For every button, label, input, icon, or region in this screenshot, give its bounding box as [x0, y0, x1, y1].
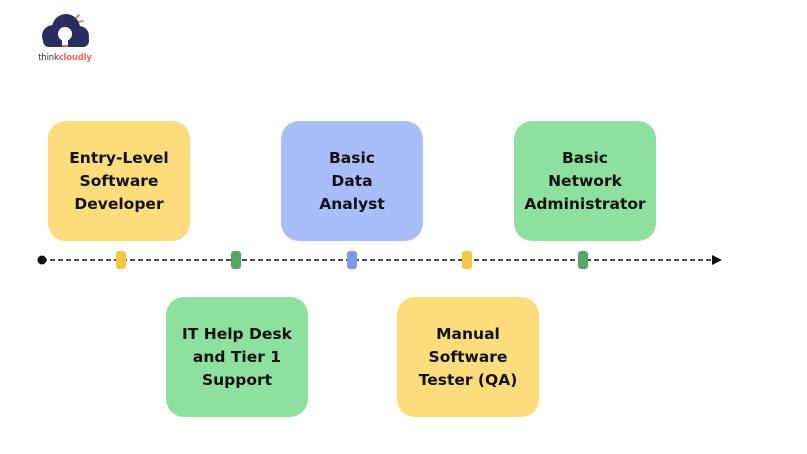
role-card-basic-network-administrator: Basic Network Administrator [514, 121, 656, 241]
arrow-right-icon [712, 255, 722, 265]
timeline-marker [231, 251, 241, 269]
timeline-marker [462, 251, 472, 269]
timeline-marker [578, 251, 588, 269]
role-card-label: IT Help Desk and Tier 1 Support [182, 324, 292, 389]
role-card-manual-software-tester: Manual Software Tester (QA) [397, 297, 539, 417]
role-card-it-help-desk: IT Help Desk and Tier 1 Support [166, 297, 308, 417]
role-card-label: Basic Data Analyst [319, 148, 385, 213]
role-card-entry-level-software-developer: Entry-Level Software Developer [48, 121, 190, 241]
role-card-label: Basic Network Administrator [524, 148, 646, 213]
timeline-marker [347, 251, 357, 269]
role-card-label: Manual Software Tester (QA) [418, 324, 518, 389]
brand-name: thinkcloudly [38, 53, 92, 63]
timeline-marker [116, 251, 126, 269]
role-card-basic-data-analyst: Basic Data Analyst [281, 121, 423, 241]
brand-logo: thinkcloudly [30, 12, 100, 67]
cloud-lightbulb-logo-icon [42, 14, 89, 47]
role-card-label: Entry-Level Software Developer [69, 148, 169, 213]
